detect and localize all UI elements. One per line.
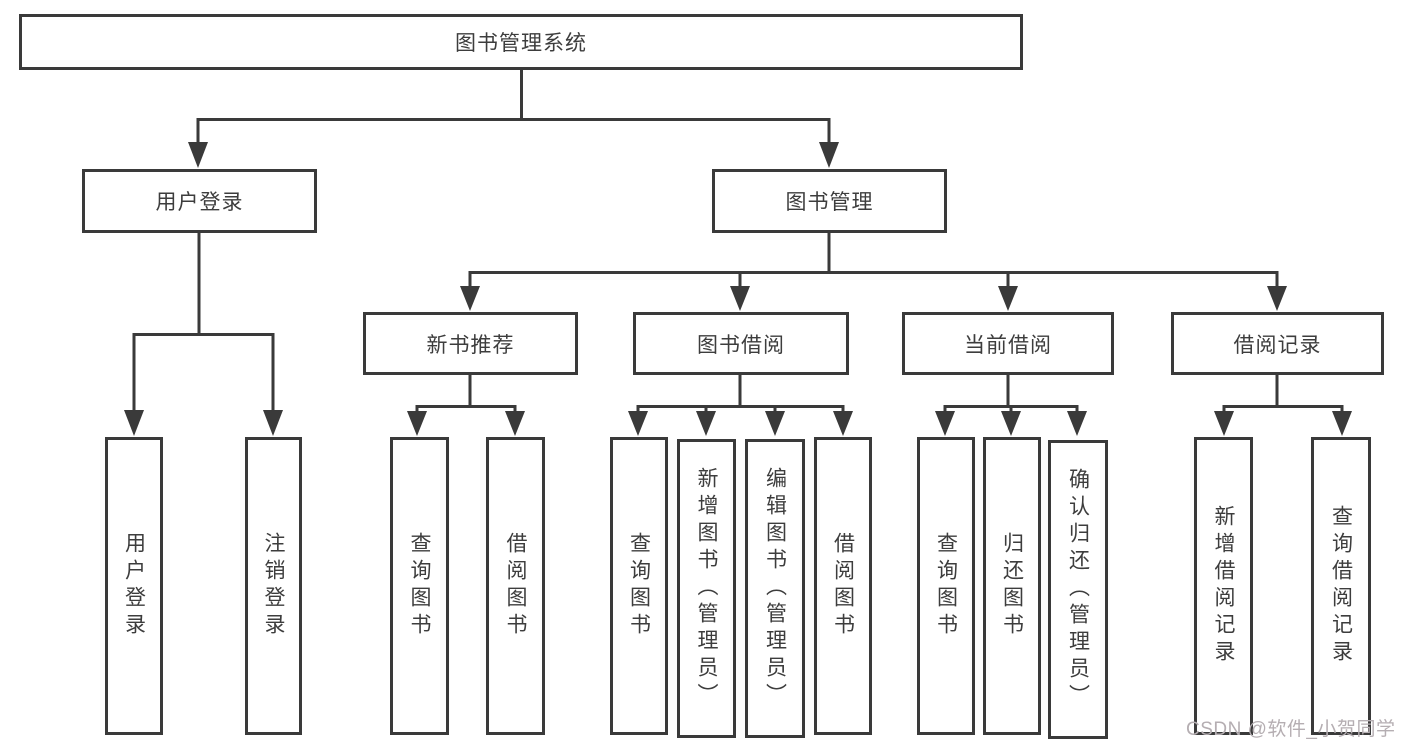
leaf-records-query-record: 查询借阅记录 — [1311, 437, 1371, 735]
connector-book-mgmt — [468, 233, 1279, 289]
leaf-borrow-query-book: 查询图书 — [610, 437, 668, 735]
leaf-current-confirm-return-admin-label: 确认归还（管理员） — [1066, 468, 1090, 711]
node-new-book-recommend-label: 新书推荐 — [426, 333, 515, 357]
node-new-book-recommend: 新书推荐 — [363, 312, 578, 375]
leaf-newrec-query-book: 查询图书 — [390, 437, 449, 735]
leaf-records-add-record: 新增借阅记录 — [1194, 437, 1253, 735]
leaf-user-login: 用户登录 — [105, 437, 163, 735]
leaf-borrow-borrow-book-label: 借阅图书 — [831, 532, 855, 640]
leaf-current-confirm-return-admin: 确认归还（管理员） — [1048, 440, 1108, 739]
node-user-login: 用户登录 — [82, 169, 317, 233]
node-user-login-label: 用户登录 — [155, 191, 244, 214]
leaf-newrec-borrow-book: 借阅图书 — [486, 437, 545, 735]
leaf-user-login-label: 用户登录 — [122, 532, 146, 640]
connector-new-book — [415, 375, 517, 414]
leaf-logout-login: 注销登录 — [245, 437, 302, 735]
connector-records — [1222, 375, 1344, 414]
node-book-borrow: 图书借阅 — [633, 312, 849, 375]
leaf-borrow-add-book-admin-label: 新增图书（管理员） — [695, 467, 718, 710]
node-borrow-records: 借阅记录 — [1171, 312, 1384, 375]
leaf-logout-login-label: 注销登录 — [262, 532, 285, 640]
node-book-borrow-label: 图书借阅 — [697, 333, 785, 357]
leaf-borrow-edit-book-admin: 编辑图书（管理员） — [745, 439, 805, 738]
leaf-records-add-record-label: 新增借阅记录 — [1212, 505, 1235, 667]
leaf-newrec-query-book-label: 查询图书 — [408, 532, 431, 640]
arrowheads — [124, 142, 1352, 436]
node-book-management: 图书管理 — [712, 169, 947, 233]
node-current-borrow-label: 当前借阅 — [964, 333, 1052, 357]
leaf-borrow-add-book-admin: 新增图书（管理员） — [677, 439, 736, 738]
node-system-root: 图书管理系统 — [19, 14, 1023, 70]
connector-user-login — [132, 232, 275, 413]
node-current-borrow: 当前借阅 — [902, 312, 1114, 375]
node-book-management-label: 图书管理 — [785, 191, 874, 214]
connector-root — [196, 69, 831, 145]
node-system-root-label: 图书管理系统 — [455, 32, 587, 55]
leaf-current-query-book-label: 查询图书 — [934, 532, 958, 640]
leaf-current-return-book: 归还图书 — [983, 437, 1041, 735]
leaf-borrow-query-book-label: 查询图书 — [627, 532, 651, 640]
connector-borrow — [636, 375, 845, 414]
node-borrow-records-label: 借阅记录 — [1233, 333, 1322, 357]
leaf-newrec-borrow-book-label: 借阅图书 — [504, 532, 527, 640]
leaf-current-return-book-label: 归还图书 — [1000, 532, 1024, 640]
leaf-records-query-record-label: 查询借阅记录 — [1329, 505, 1353, 667]
leaf-borrow-edit-book-admin-label: 编辑图书（管理员） — [763, 467, 787, 710]
connector-current — [943, 375, 1079, 414]
leaf-borrow-borrow-book: 借阅图书 — [814, 437, 872, 735]
csdn-watermark: CSDN @软件_小贺同学 — [1186, 719, 1396, 740]
leaf-current-query-book: 查询图书 — [917, 437, 975, 735]
